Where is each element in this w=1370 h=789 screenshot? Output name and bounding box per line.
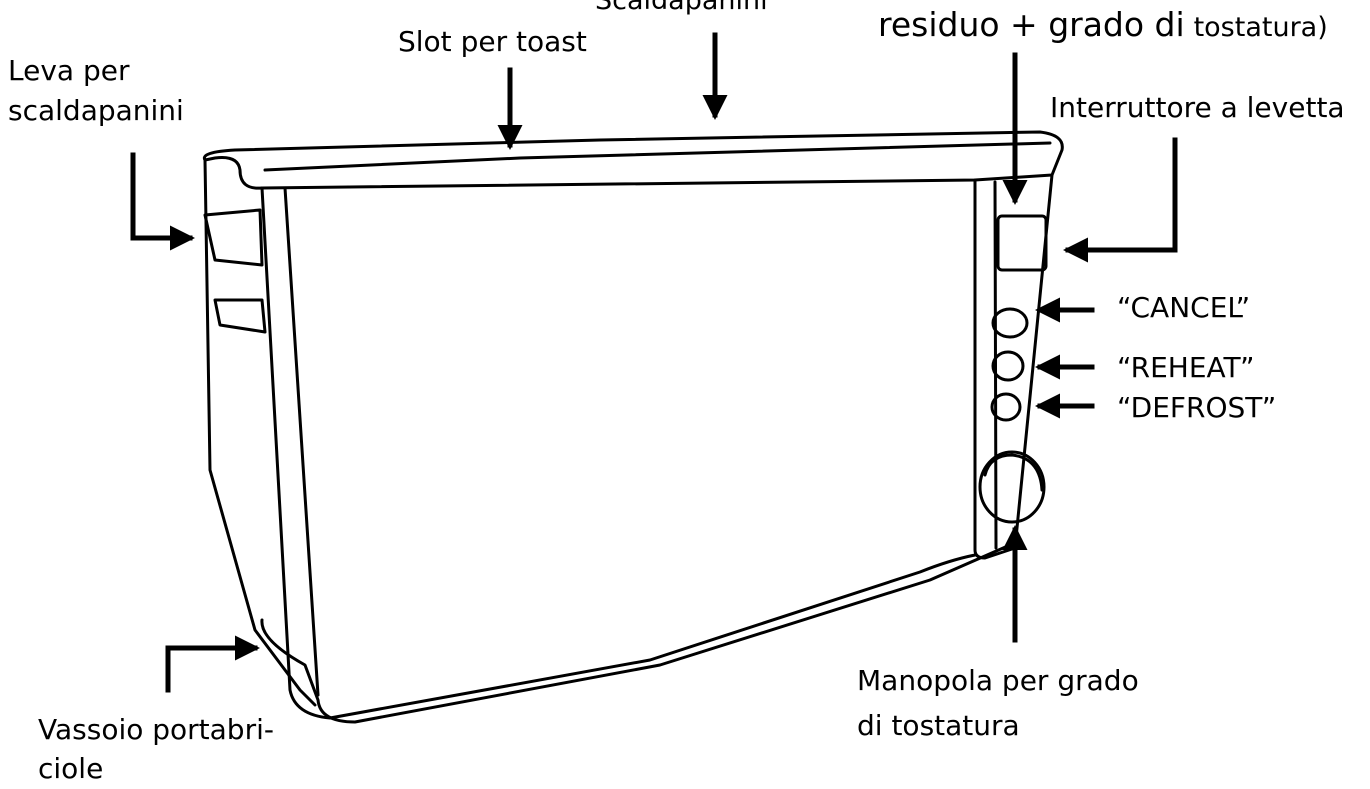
- lever-body: [203, 208, 264, 267]
- label-defrost: “DEFROST”: [1117, 391, 1277, 424]
- cancel-button-shape: [991, 307, 1029, 339]
- label-interruttore: Interruttore a levetta: [1050, 91, 1345, 124]
- label-leva-line2: scaldapanini: [8, 94, 184, 127]
- defrost-button-shape: [990, 392, 1022, 422]
- arrow-leva: [130, 152, 195, 251]
- toaster-slot: [263, 141, 1052, 172]
- label-slot: Slot per toast: [398, 25, 587, 58]
- browning-knob-shape: [978, 450, 1046, 524]
- label-display: residuo + grado di tostatura): [878, 4, 1328, 45]
- reheat-button-shape: [991, 350, 1025, 382]
- label-vassoio-line2: ciole: [38, 752, 104, 785]
- label-scaldapanini: Scaldapanini: [595, 0, 768, 16]
- display-window: [996, 214, 1048, 272]
- label-display-part1: residuo + grado di: [878, 5, 1185, 44]
- toaster-bottom-edge: [260, 543, 1012, 724]
- arrow-vassoio: [165, 635, 260, 693]
- label-cancel: “CANCEL”: [1117, 291, 1251, 324]
- label-vassoio-line1: Vassoio portabri-: [38, 713, 274, 746]
- toaster-right-inner: [993, 180, 998, 550]
- toaster-front-inner: [283, 186, 320, 697]
- label-display-part2: tostatura): [1193, 12, 1328, 43]
- toaster-right-edge: [973, 173, 1054, 560]
- label-reheat: “REHEAT”: [1117, 351, 1255, 384]
- toaster-top-outline: [202, 130, 1064, 190]
- toaster-back-outline: [203, 158, 317, 707]
- label-manopola-line2: di tostatura: [857, 709, 1020, 742]
- label-leva-line1: Leva per: [8, 54, 130, 87]
- label-manopola-line1: Manopola per grado: [857, 664, 1139, 697]
- lever-slot: [213, 298, 267, 334]
- toaster-front-panel: [260, 186, 977, 720]
- arrow-interruttore: [1063, 137, 1178, 263]
